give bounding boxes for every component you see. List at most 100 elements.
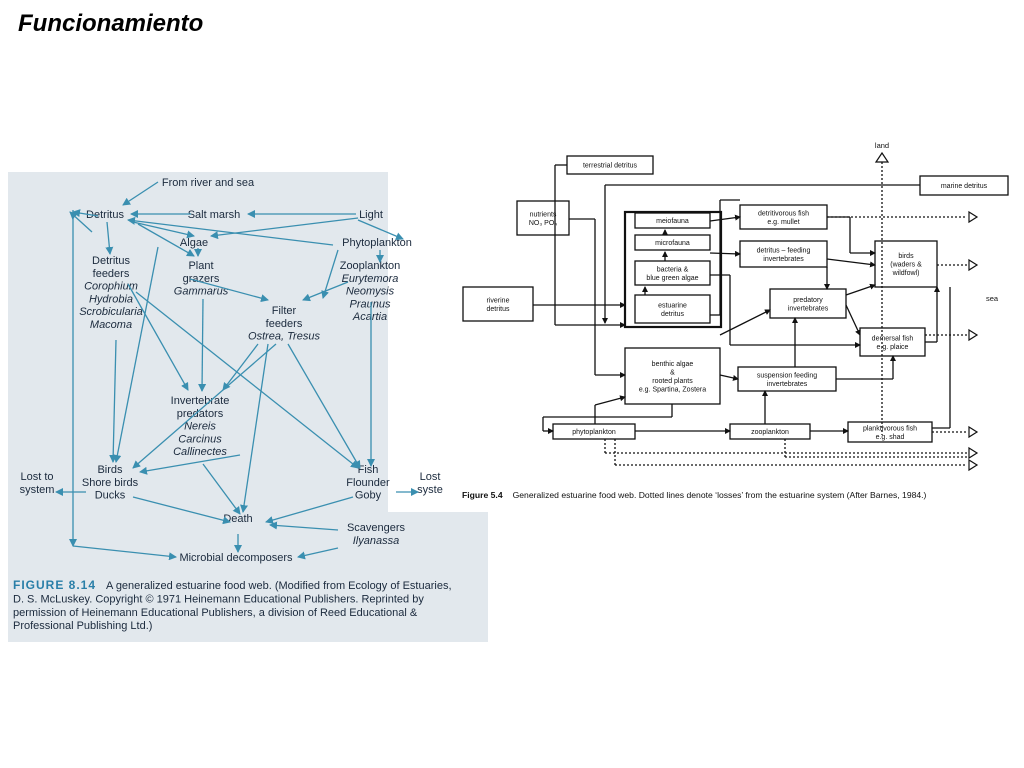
food-web-arrow	[222, 343, 259, 391]
box-line: invertebrates	[763, 256, 804, 263]
node-line: Microbial decomposers	[179, 552, 293, 564]
box-line: suspension feeding	[757, 372, 817, 379]
benthic-algae-box	[624, 347, 721, 405]
food-web-arrow	[132, 343, 277, 469]
box-line: bacteria &	[657, 266, 689, 273]
left-figure-background	[8, 172, 488, 642]
node-line: Ilyanassa	[353, 535, 399, 547]
food-web-arrow	[127, 216, 334, 246]
node-line: Phytoplankton	[342, 237, 412, 249]
food-web-arrow	[287, 343, 361, 469]
node-line: Plant	[188, 260, 213, 272]
box-line: (waders &	[890, 262, 922, 269]
demersal-fish-box	[859, 327, 926, 357]
box-line: phytoplankton	[572, 429, 616, 436]
suspension-feeding-box	[737, 366, 837, 392]
caption-text: Generalized estuarine food web. Dotted l…	[513, 490, 927, 500]
suspension-feeding-box-label: suspension feeding invertebrates	[757, 372, 817, 388]
box-line: detritus	[661, 311, 684, 318]
estuarine-detritus-box-label: estuarine detritus	[658, 302, 687, 318]
loss-arrow	[968, 328, 979, 342]
loss-arrow	[968, 458, 979, 472]
caption-label: Figure 5.4	[462, 490, 503, 500]
food-web-arrow	[132, 496, 231, 525]
node-line: Goby	[355, 490, 382, 502]
node-line: Neomysis	[346, 286, 395, 298]
nutrients-box	[516, 200, 570, 236]
food-web-arrow	[189, 278, 269, 303]
box-line: e.g. Spartina, Zostera	[639, 386, 706, 393]
caption-line: permission of Heinemann Educational Publ…	[13, 607, 418, 619]
box-line: predatory	[793, 297, 823, 304]
flow-line	[709, 250, 741, 257]
estuarine-detritus-box	[634, 294, 711, 324]
caption-line: D. S. McLuskey. Copyright © 1971 Heinema…	[13, 593, 424, 605]
node-line: Detritus	[92, 255, 130, 267]
node-line: Praunus	[350, 298, 391, 310]
node-line: Zooplankton	[340, 260, 401, 272]
predatory-invertebrates-box	[769, 288, 847, 319]
box-line: invertebrates	[788, 305, 829, 312]
node-line: Fish	[358, 464, 379, 476]
node-salt-marsh: Salt marsh	[188, 209, 241, 221]
node-line: Corophium	[84, 281, 138, 293]
caption-line: Professional Publishing Ltd.)	[13, 620, 152, 632]
box-line: blue green algae	[646, 275, 698, 282]
zooplankton-box-label: zooplankton	[751, 429, 789, 436]
food-web-arrow	[265, 496, 354, 524]
box-line: &	[670, 369, 675, 376]
node-from-river: From river and sea	[162, 177, 255, 189]
microfauna-box-label: microfauna	[655, 240, 690, 247]
box-line: invertebrates	[767, 381, 808, 388]
node-line: Scrobicularia	[79, 306, 143, 318]
node-line: Birds	[97, 464, 123, 476]
flow-line	[719, 309, 771, 336]
node-line: feeders	[93, 268, 130, 280]
food-web-arrow	[139, 454, 241, 475]
node-line: Scavengers	[347, 522, 406, 534]
node-line: Carcinus	[178, 433, 222, 445]
birds-box	[874, 240, 938, 288]
node-line: syste	[417, 484, 443, 496]
food-web-arrow	[122, 181, 159, 206]
box-line: detritivorous fish	[758, 210, 809, 217]
food-web-arrow	[132, 221, 195, 239]
food-web-arrow	[302, 281, 349, 302]
node-line: Acartia	[352, 311, 387, 323]
detritus-complex-box	[623, 210, 723, 329]
riverine-detritus-box	[462, 286, 534, 322]
food-web-arrow	[321, 249, 339, 299]
loss-arrow	[968, 258, 979, 272]
box-line: e.g. mullet	[767, 219, 799, 226]
flow-line	[845, 283, 876, 296]
box-line: planktivorous fish	[863, 425, 917, 432]
box-line: demersal fish	[872, 335, 914, 342]
food-web-arrow	[297, 547, 339, 560]
box-line: estuarine	[658, 302, 687, 309]
node-line: grazers	[183, 273, 220, 285]
node-line: Flounder	[346, 477, 390, 489]
box-line: rooted plants	[652, 378, 693, 385]
node-light: Light	[359, 209, 383, 221]
node-line: From river and sea	[162, 177, 255, 189]
food-web-arrow	[240, 343, 269, 513]
node-line: Callinectes	[173, 446, 227, 458]
loss-arrow	[968, 425, 979, 439]
box-line: riverine	[487, 297, 510, 304]
box-line: microfauna	[655, 240, 690, 247]
land-label: land	[875, 141, 889, 150]
node-line: Algae	[180, 237, 208, 249]
box-line: zooplankton	[751, 429, 789, 436]
food-web-arrow	[109, 339, 118, 463]
